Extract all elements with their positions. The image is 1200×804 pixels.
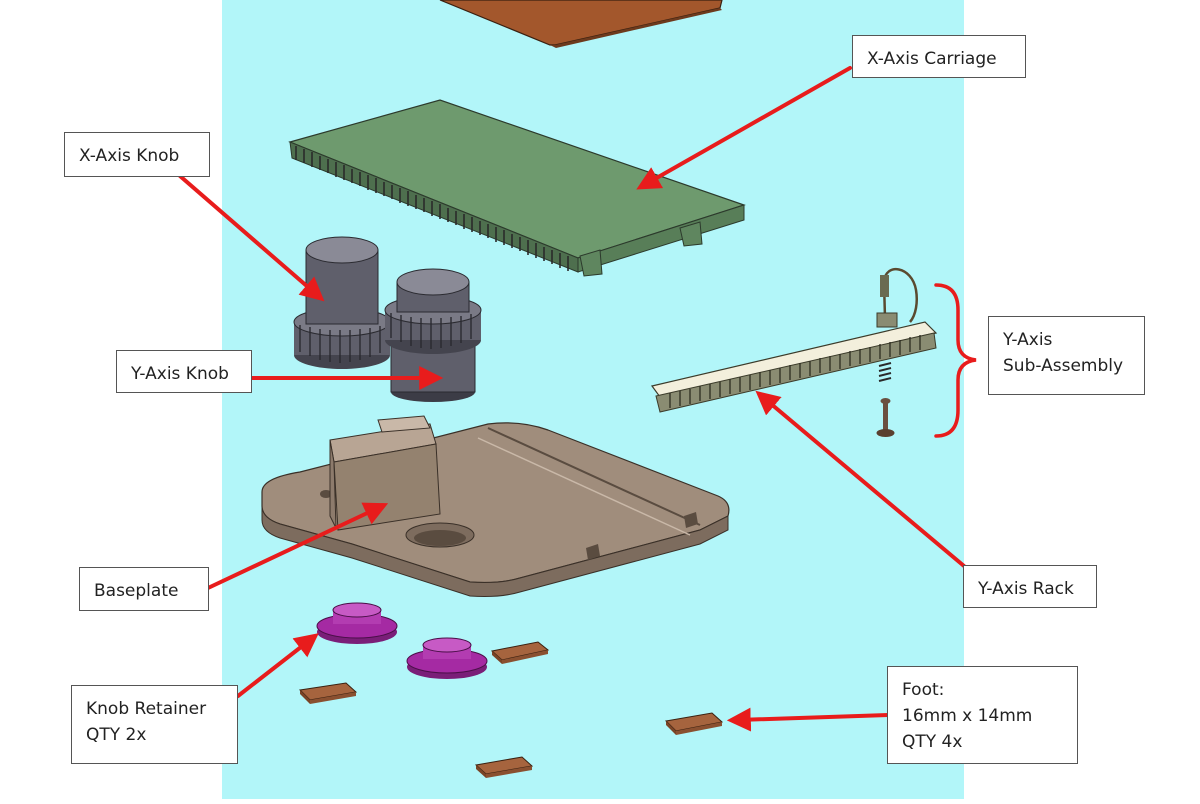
label-y-axis-knob: Y-Axis Knob — [116, 350, 252, 393]
top-plate-part — [439, 0, 723, 48]
x-axis-carriage-part — [288, 99, 746, 277]
subassembly-brace — [934, 283, 977, 438]
leader-arrows — [178, 66, 966, 732]
arrow-knob-retainer — [236, 633, 319, 698]
label-y-axis-subassembly: Y-Axis Sub-Assembly — [988, 316, 1145, 395]
label-baseplate-text: Baseplate — [94, 581, 179, 601]
label-y-axis-subassembly-line1: Y-Axis — [1003, 330, 1053, 350]
label-y-axis-rack: Y-Axis Rack — [963, 565, 1097, 608]
foot-parts — [298, 641, 724, 778]
baseplate-part — [261, 415, 730, 597]
background-panel — [222, 0, 964, 799]
label-foot: Foot: 16mm x 14mm QTY 4x — [887, 666, 1078, 764]
arrow-y-axis-rack — [755, 390, 966, 568]
label-y-axis-knob-text: Y-Axis Knob — [131, 364, 229, 384]
label-y-axis-subassembly-line2: Sub-Assembly — [1003, 356, 1124, 376]
label-knob-retainer-line2: QTY 2x — [86, 725, 147, 745]
label-baseplate: Baseplate — [79, 567, 209, 611]
label-foot-line1: Foot: — [902, 680, 945, 700]
y-axis-knob-part — [384, 268, 482, 402]
label-x-axis-knob: X-Axis Knob — [64, 132, 210, 177]
label-knob-retainer: Knob Retainer QTY 2x — [71, 685, 238, 764]
label-x-axis-carriage-text: X-Axis Carriage — [867, 49, 997, 69]
y-axis-rack-part — [650, 267, 938, 437]
knob-retainer-parts — [316, 602, 488, 679]
arrow-x-axis-knob — [178, 174, 325, 302]
label-x-axis-carriage: X-Axis Carriage — [852, 35, 1026, 78]
x-axis-knob-part — [293, 236, 391, 369]
arrow-baseplate — [206, 502, 389, 590]
label-knob-retainer-line1: Knob Retainer — [86, 699, 207, 719]
label-x-axis-knob-text: X-Axis Knob — [79, 146, 180, 166]
label-foot-line2: 16mm x 14mm — [902, 706, 1033, 726]
arrow-foot — [726, 707, 890, 732]
arrow-x-axis-carriage — [636, 66, 852, 190]
label-y-axis-rack-text: Y-Axis Rack — [978, 579, 1074, 599]
label-foot-line3: QTY 4x — [902, 732, 963, 752]
